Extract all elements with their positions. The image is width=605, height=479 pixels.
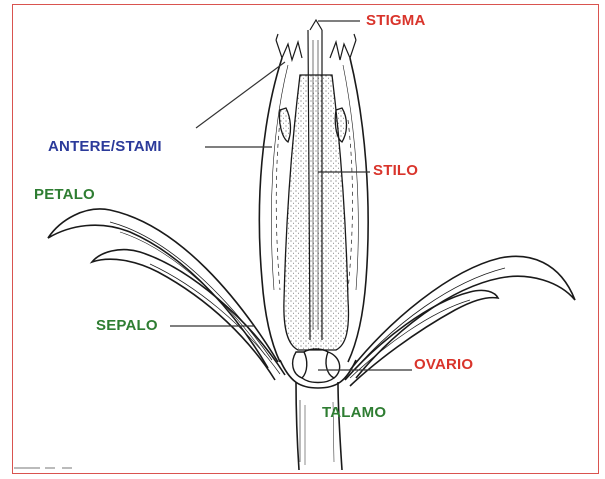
- label-talamo: TALAMO: [322, 404, 386, 421]
- label-ovario: OVARIO: [414, 356, 473, 373]
- style: [284, 20, 349, 350]
- label-petalo: PETALO: [34, 186, 95, 203]
- label-sepalo: SEPALO: [96, 317, 158, 334]
- left-petal: [48, 209, 278, 368]
- stem: [296, 382, 342, 470]
- receptacle: [280, 360, 356, 388]
- label-antere-stami: ANTERE/STAMI: [48, 138, 162, 155]
- label-stigma: STIGMA: [366, 12, 426, 29]
- label-stilo: STILO: [373, 162, 418, 179]
- ovary: [293, 349, 340, 383]
- anther-tips: [276, 34, 356, 60]
- footer-marks: [14, 467, 72, 469]
